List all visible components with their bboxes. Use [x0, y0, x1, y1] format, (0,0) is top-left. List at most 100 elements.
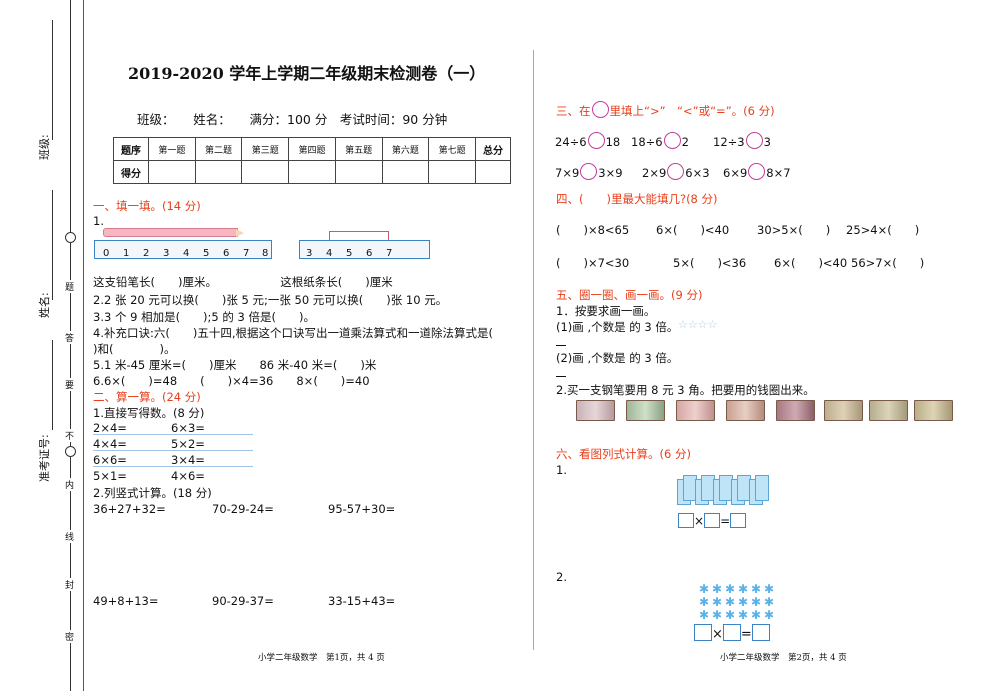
compare-item: 2×9 6×3 [642, 163, 710, 180]
equation-2: ×= [694, 624, 770, 642]
max-fill-item: 6×( )<40 [774, 256, 848, 270]
compare-left: 24÷6 [555, 135, 587, 149]
ruler-number: 7 [243, 248, 250, 259]
section2-title: 二、算一算。(24 分) [93, 390, 201, 404]
banknote-image[interactable] [576, 400, 615, 421]
section3-title-b: 里填上“>” “<”或“=”。(6 分) [609, 104, 775, 118]
answer-box[interactable] [722, 624, 741, 641]
ruler-number: 6 [366, 248, 373, 259]
times-sign: × [694, 514, 705, 528]
answer-box[interactable] [704, 513, 721, 528]
answer-line [556, 376, 566, 377]
table-header-cell: 第五题 [334, 137, 383, 161]
page-divider [533, 50, 534, 650]
pencil-image [103, 228, 238, 237]
ruler-number: 4 [326, 248, 333, 259]
ruler-a [94, 240, 272, 259]
compare-circle[interactable] [667, 163, 685, 180]
name-field-label: 姓名: [38, 292, 51, 318]
compare-item: 7×9 3×9 [555, 163, 623, 180]
star-icon: ✱ [699, 595, 710, 609]
compare-left: 7×9 [555, 166, 580, 180]
banknote-image[interactable] [914, 400, 953, 421]
seal-char: 答 [65, 331, 75, 344]
answer-box[interactable] [751, 624, 770, 641]
seal-char: 不 [65, 429, 75, 442]
compare-right: 3×9 [598, 166, 623, 180]
compare-circle[interactable] [587, 132, 605, 149]
score-cell[interactable] [148, 160, 196, 184]
max-fill-item: ( )×8<65 [556, 223, 630, 237]
answer-box[interactable] [678, 513, 694, 528]
table-header-cell: 第二题 [194, 137, 243, 161]
oral-item: 4×4= [93, 437, 127, 451]
banknote-image[interactable] [869, 400, 908, 421]
compare-left: 2×9 [642, 166, 667, 180]
compare-circle[interactable] [748, 163, 766, 180]
seal-char: 线 [65, 530, 75, 543]
banknote-image[interactable] [824, 400, 863, 421]
ruler-number: 1 [123, 248, 130, 259]
banknote-image[interactable] [676, 400, 715, 421]
score-cell[interactable] [334, 160, 383, 184]
blank-line-class [52, 20, 53, 140]
fill-line: )和( )。 [93, 342, 176, 356]
fill-line: 5.1 米-45 厘米=( )厘米 86 米-40 米=( )米 [93, 358, 377, 372]
banknote-image[interactable] [776, 400, 815, 421]
compare-circle[interactable] [663, 132, 681, 149]
answer-box[interactable] [730, 513, 747, 528]
table-header-cell: 第四题 [288, 137, 336, 161]
ruler-number: 6 [223, 248, 230, 259]
max-fill-item: 25>4×( ) [846, 223, 920, 237]
oral-item: 6×6= [93, 453, 127, 467]
table-header-cell: 第三题 [241, 137, 290, 161]
banknote-image[interactable] [726, 400, 765, 421]
table-header-cell: 总分 [474, 137, 512, 161]
star-icon: ✱ [751, 595, 762, 609]
times-sign: × [712, 627, 723, 642]
star-icon: ✱ [712, 608, 723, 622]
fill-line: 6.6×( )=48 ( )×4=36 8×( )=40 [93, 374, 370, 388]
compare-right: 2 [681, 135, 689, 149]
star-icon: ✱ [699, 608, 710, 622]
class-field-label: 班级: [38, 134, 51, 160]
exam-title: 2019-2020 学年上学期二年级期末检测卷（一） [128, 64, 486, 83]
oral-item: 4×6= [171, 469, 205, 483]
ruler-number: 8 [262, 248, 269, 259]
star-icon: ✱ [712, 595, 723, 609]
star-icon: ✱ [699, 582, 710, 596]
score-cell[interactable] [194, 160, 243, 184]
vertical-calc: 49+8+13= [93, 594, 159, 608]
oral-item: 2×4= [93, 421, 127, 435]
star-icon: ✱ [751, 608, 762, 622]
blank-line-name [52, 190, 53, 300]
score-cell[interactable] [381, 160, 430, 184]
exam-info: 班级： 姓名： 满分：100 分 考试时间：90 分钟 [137, 112, 448, 127]
score-cell[interactable] [474, 160, 512, 184]
ruler-number: 7 [386, 248, 393, 259]
fill-line: 2.2 张 20 元可以换( )张 5 元;一张 50 元可以换( )张 10 … [93, 293, 448, 307]
sub-title: 2.列竖式计算。(18 分) [93, 486, 212, 500]
compare-circle[interactable] [580, 163, 598, 180]
table-header-cell: 第一题 [148, 137, 196, 161]
table-header-cell: 第七题 [428, 137, 476, 161]
score-cell[interactable] [241, 160, 290, 184]
seal-char: 题 [65, 280, 75, 293]
id-field-label: 准考证号: [38, 434, 51, 482]
banknote-image[interactable] [626, 400, 665, 421]
max-fill-item: ( )×7<30 [556, 256, 630, 270]
equation-1: ×= [678, 513, 747, 528]
answer-line [556, 345, 566, 346]
compare-right: 6×3 [685, 166, 710, 180]
star-icon: ✱ [725, 608, 736, 622]
answer-box[interactable] [694, 624, 712, 641]
score-cell[interactable] [428, 160, 476, 184]
compare-circle[interactable] [745, 132, 763, 149]
seal-char: 封 [65, 578, 75, 591]
ruler-number: 4 [183, 248, 190, 259]
pencil-tip [236, 229, 244, 237]
score-cell[interactable] [288, 160, 336, 184]
